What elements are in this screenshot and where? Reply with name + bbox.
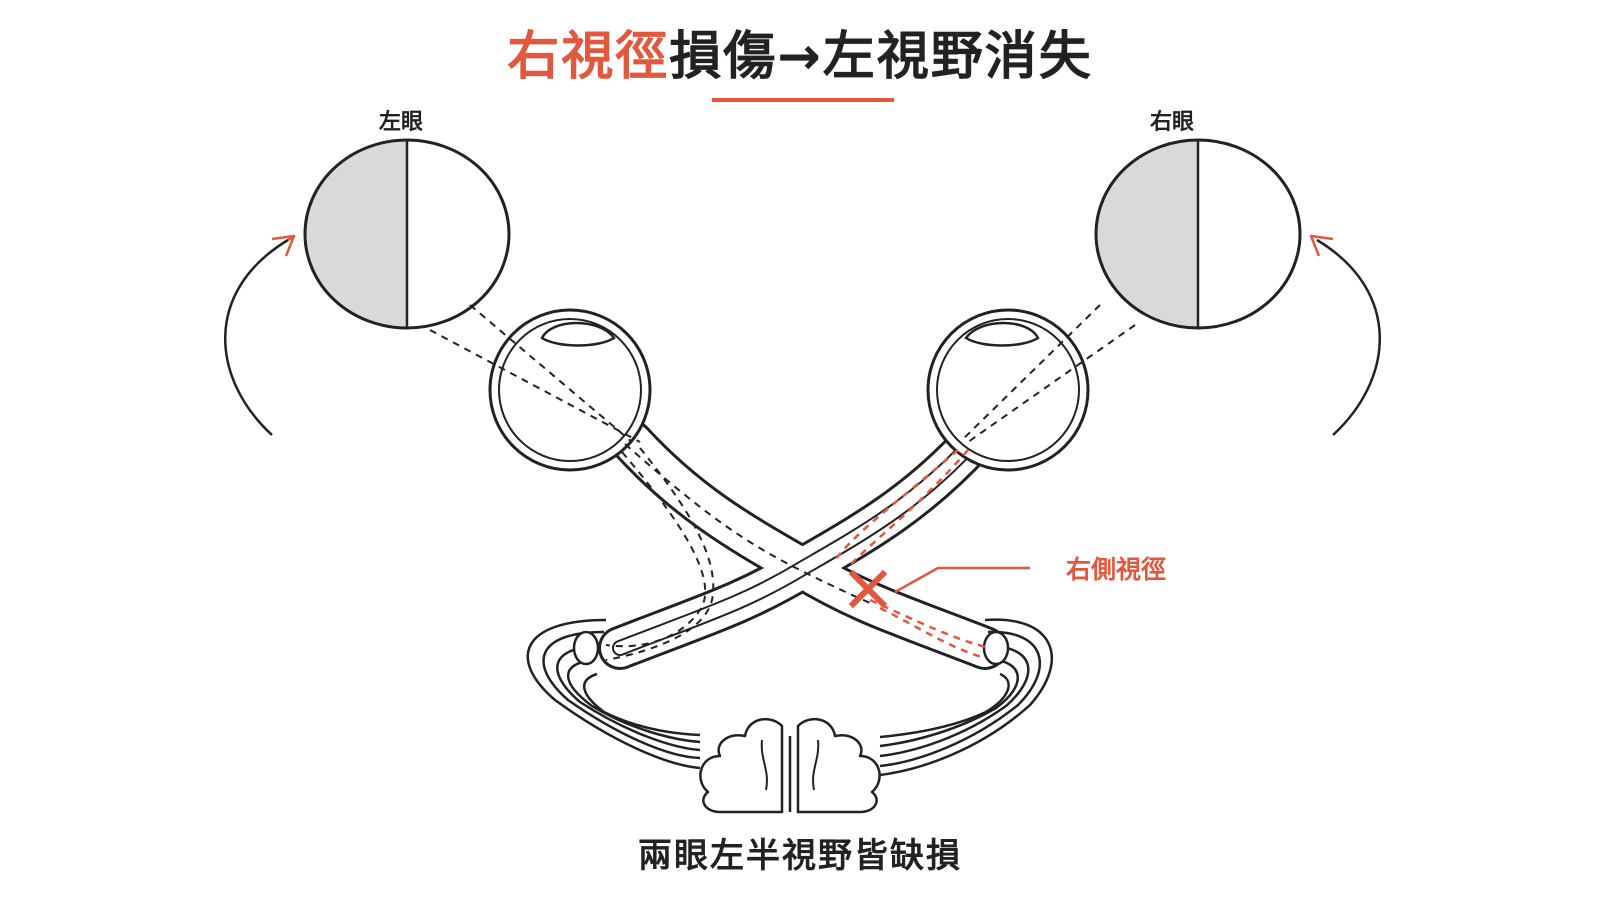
optic-tube-walls: [612, 434, 992, 656]
page-title: 右視徑損傷→左視野消失: [0, 14, 1600, 89]
right-curved-arrow: [1309, 234, 1381, 436]
right-eye-lens: [964, 321, 1040, 347]
projection-lines: [429, 304, 1136, 661]
path-label-leader-line: [894, 566, 1030, 594]
right-eye-visual-field: [1094, 138, 1302, 330]
left-optic-radiation: [526, 618, 701, 770]
right-eye-field-lost-half: [1096, 140, 1198, 328]
left-eye-label: 左眼: [378, 110, 423, 135]
right-eyeball: [926, 308, 1090, 472]
left-eye-visual-field: [303, 138, 511, 330]
left-eye-field-lost-half: [305, 140, 407, 328]
right-optic-path-highlight: [834, 449, 991, 660]
right-optic-radiation: [879, 618, 1054, 777]
title-accent: 右視徑: [507, 27, 670, 87]
title-rest: 損傷→左視野消失: [669, 27, 1093, 87]
right-optic-path-label: 右側視徑: [1066, 555, 1167, 584]
x-mark-icon: [848, 569, 888, 609]
occipital-cortex: [699, 717, 881, 814]
title-underline: [712, 98, 894, 102]
diagram-caption: 兩眼左半視野皆缺損: [638, 836, 962, 876]
right-eye-label: 右眼: [1149, 110, 1194, 135]
left-curved-arrow: [224, 234, 296, 436]
left-eye-lens: [540, 321, 616, 347]
